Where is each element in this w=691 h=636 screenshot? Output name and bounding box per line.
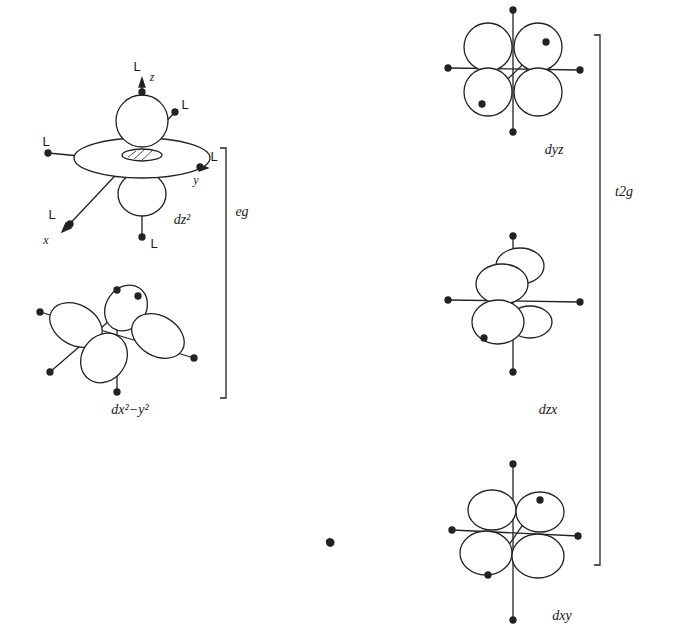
ligand-label: L: [133, 60, 140, 73]
ligand-label: L: [150, 237, 157, 250]
ligand-label: L: [42, 135, 49, 148]
symmetry-label: t2g: [615, 185, 633, 199]
dz2-orbital: [45, 78, 210, 240]
orbital-label: dyz: [545, 143, 564, 157]
dxy-orbital: [449, 461, 581, 623]
ligand-label: L: [210, 150, 217, 163]
ligand-label: L: [48, 208, 55, 221]
symmetry-label: eg: [235, 205, 248, 219]
orbital-label: dzx: [539, 403, 558, 417]
axis-label: y: [193, 174, 198, 186]
t2g-bracket: [594, 35, 600, 565]
dzx-orbital: [445, 233, 583, 375]
axis-label: x: [43, 234, 48, 246]
axis-label: z: [150, 71, 155, 83]
ink-smudge: [326, 538, 335, 547]
eg-bracket: [220, 148, 226, 398]
orbital-label: dz²: [174, 213, 191, 227]
ligand-label: L: [181, 98, 188, 111]
orbital-label: dx²−y²: [111, 403, 148, 417]
dx2y2-orbital: [37, 277, 197, 395]
orbital-label: dxy: [552, 609, 571, 623]
dyz-orbital: [445, 7, 583, 135]
